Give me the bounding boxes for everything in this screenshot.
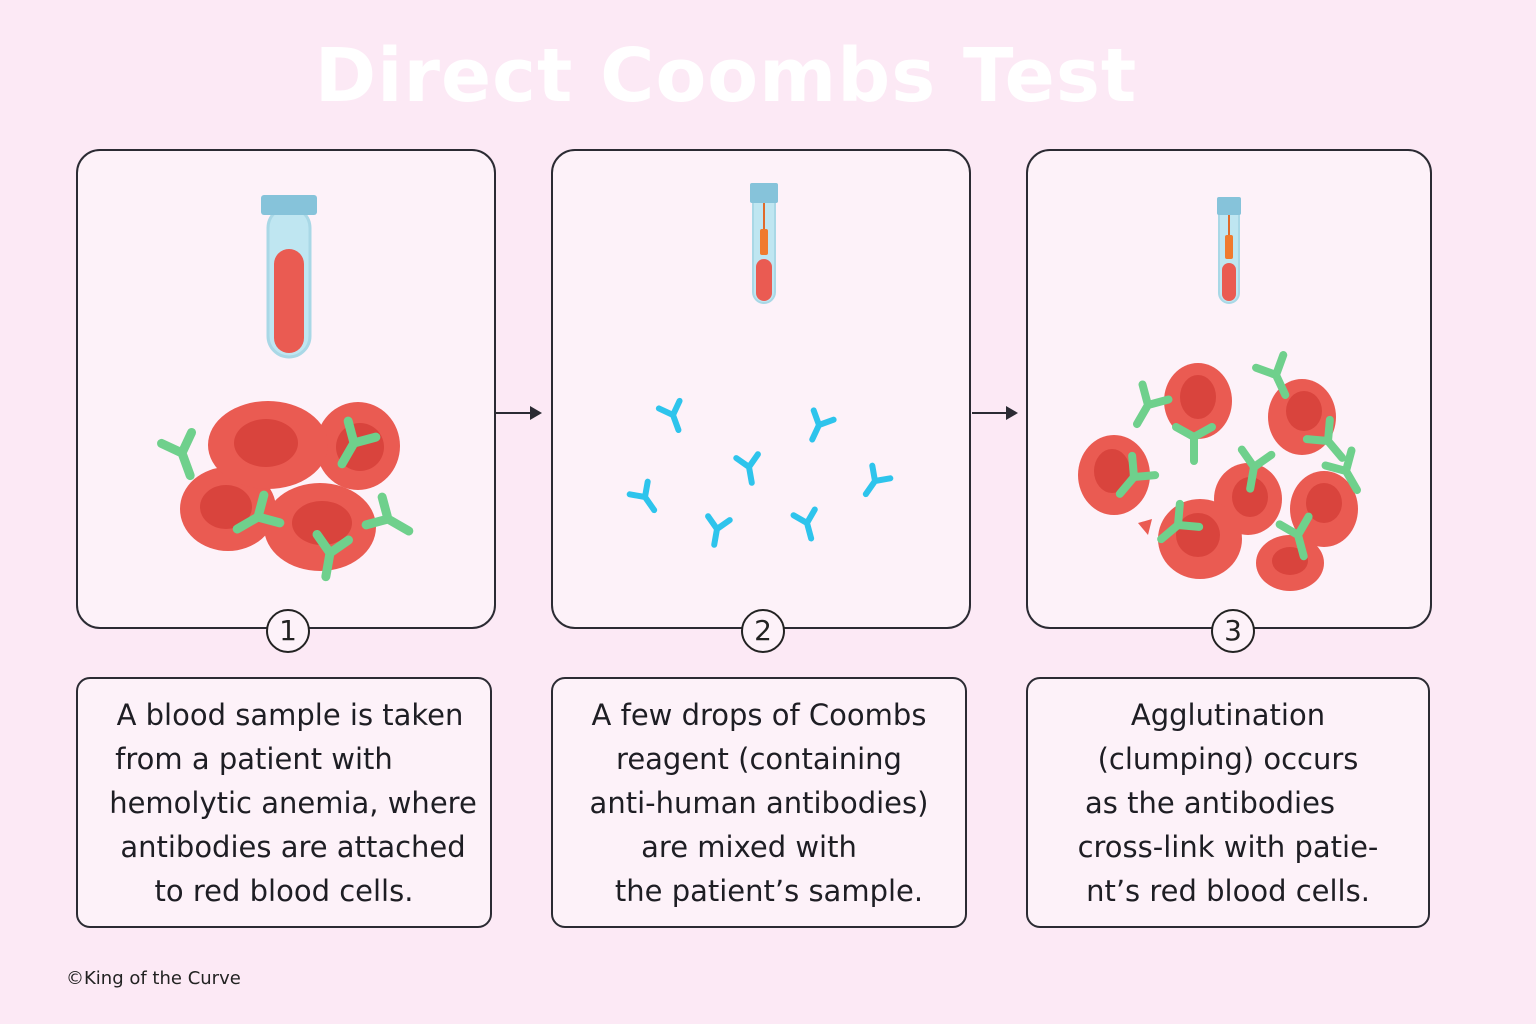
- antibody-icon: [733, 451, 761, 486]
- red-blood-cell-cluster: [180, 401, 400, 571]
- red-blood-cell-icon: [264, 483, 376, 571]
- antibody-icon: [1237, 445, 1276, 493]
- red-blood-cell-icon: [180, 467, 276, 551]
- antibody-icon: [790, 506, 818, 542]
- step-1-number: 1: [266, 609, 310, 653]
- antibody-icon: [361, 492, 414, 536]
- test-tube-icon: [1217, 197, 1241, 304]
- antibody-icon: [655, 397, 683, 434]
- red-blood-cell-icon: [208, 401, 328, 489]
- step-2-panel: [551, 149, 971, 629]
- step-2-illustration: [626, 183, 894, 548]
- antibody-icon: [1321, 446, 1361, 495]
- red-blood-cell-icon: [1158, 499, 1242, 579]
- red-blood-cell-icon: [1164, 363, 1232, 439]
- red-blood-cell-icon: [1256, 535, 1324, 591]
- caption-line: from a patient with: [115, 742, 393, 776]
- antibody-icon: [1115, 451, 1160, 498]
- step-3-caption: Agglutination (clumping) occurs as the a…: [1026, 677, 1430, 928]
- antibody-icon: [1133, 380, 1173, 429]
- antibody-icon: [1157, 499, 1204, 544]
- cell-fragment: [1138, 519, 1152, 535]
- step-1-illustration: [156, 195, 414, 582]
- antibody-icon: [705, 513, 733, 548]
- caption-line: to red blood cells.: [154, 874, 414, 908]
- copyright-notice: ©King of the Curve: [66, 968, 241, 989]
- caption-line: reagent (containing: [616, 742, 902, 776]
- arrow-right-icon: [972, 406, 1018, 420]
- caption-line: nt’s red blood cells.: [1086, 874, 1370, 908]
- step-1-caption: A blood sample is taken from a patient w…: [76, 677, 492, 928]
- attached-antibodies: [156, 416, 414, 582]
- antibody-icon: [1275, 512, 1313, 561]
- caption-line: hemolytic anemia, where: [109, 786, 477, 820]
- step-3-panel: [1026, 149, 1432, 629]
- antibody-icon: [1252, 351, 1290, 399]
- antibody-icon: [337, 416, 381, 469]
- arrow-right-icon: [496, 406, 542, 420]
- antibody-icon: [156, 427, 197, 481]
- antibody-icon: [809, 407, 837, 443]
- page-title: Direct Coombs Test: [314, 33, 1138, 119]
- antibody-icon: [312, 529, 354, 582]
- red-blood-cell-icon: [1290, 471, 1358, 547]
- caption-line: A few drops of Coombs: [591, 698, 927, 732]
- test-tube-icon: [261, 195, 317, 359]
- caption-line: A blood sample is taken: [116, 698, 464, 732]
- step-3-illustration: [1078, 197, 1361, 591]
- red-blood-cell-cluster: [1078, 363, 1358, 591]
- caption-line: are mixed with: [641, 830, 857, 864]
- caption-line: Agglutination: [1130, 698, 1326, 732]
- step-3-number: 3: [1211, 609, 1255, 653]
- antibody-icon: [862, 462, 894, 498]
- antibody-icon: [232, 490, 285, 534]
- antibody-icon: [626, 478, 658, 514]
- caption-line: the patient’s sample.: [614, 874, 924, 908]
- step-2-number: 2: [741, 609, 785, 653]
- step-1-panel: [76, 149, 496, 629]
- caption-line: anti-human antibodies): [589, 786, 929, 820]
- caption-line: (clumping) occurs: [1097, 742, 1359, 776]
- test-tube-icon: [750, 183, 778, 304]
- antibody-icon: [1172, 423, 1216, 465]
- antibody-icon: [1302, 415, 1347, 462]
- caption-line: cross-link with patie-: [1077, 830, 1379, 864]
- caption-line: antibodies are attached: [120, 830, 466, 864]
- caption-line: as the antibodies: [1084, 786, 1336, 820]
- cross-linking-antibodies: [1115, 351, 1361, 561]
- step-2-caption: A few drops of Coombs reagent (containin…: [551, 677, 967, 928]
- reagent-antibodies: [626, 397, 894, 548]
